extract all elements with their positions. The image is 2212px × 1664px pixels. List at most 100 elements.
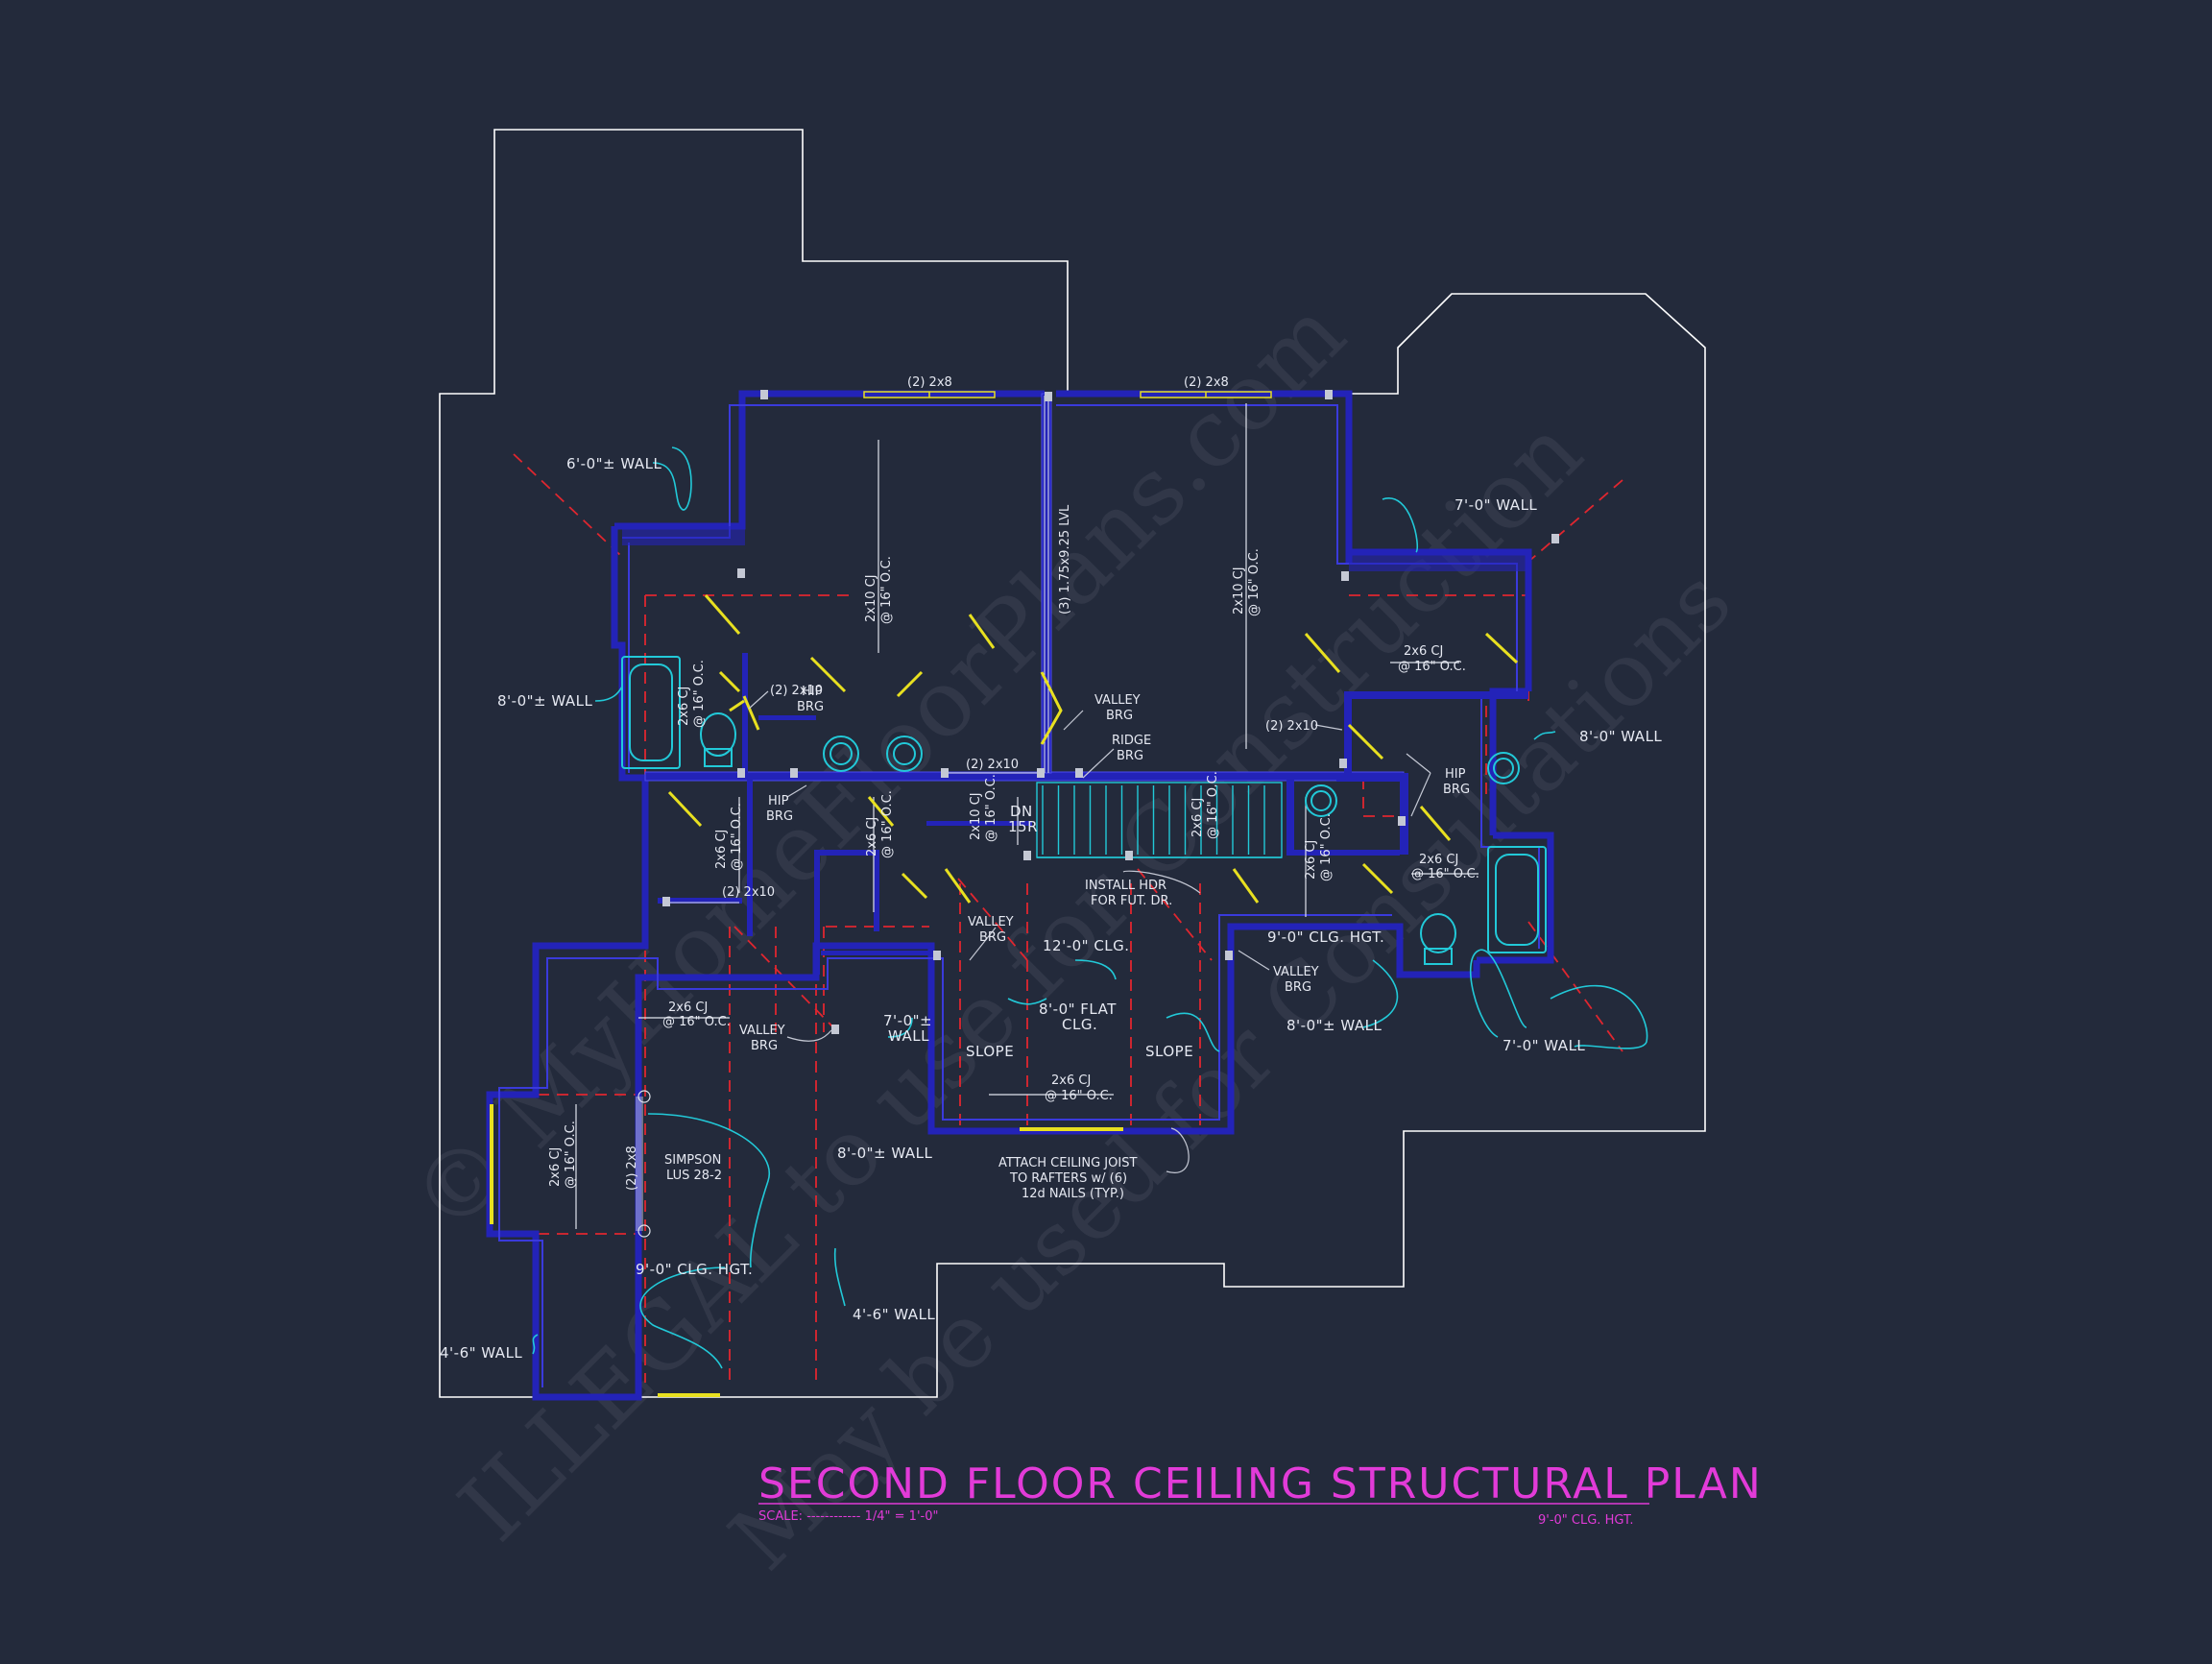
label-cj-2x6-left-vb: @ 16" O.C.	[564, 1121, 578, 1189]
label-simpson-a: SIMPSON	[664, 1153, 721, 1168]
label-hip-1b: BRG	[797, 700, 824, 714]
label-wall-8ft-mid: 8'-0"± WALL	[837, 1145, 932, 1162]
label-cj-2x10-a2: @ 16" O.C.	[879, 556, 894, 624]
label-wall-4ft-right: 4'-6" WALL	[853, 1306, 935, 1323]
label-install-hdr-b: FOR FUT. DR.	[1091, 894, 1172, 908]
label-wall-6ft: 6'-0"± WALL	[566, 455, 661, 472]
label-clg-9ft-left: 9'-0" CLG. HGT.	[636, 1261, 753, 1278]
title-block: SECOND FLOOR CEILING STRUCTURAL PLAN SCA…	[758, 1459, 1763, 1528]
label-wall-8ft-center: 8'-0"± WALL	[1286, 1017, 1382, 1034]
label-hdr-top-left: (2) 2x8	[907, 375, 952, 390]
label-hip-2a: HIP	[768, 794, 789, 808]
label-flat-clg-a: 8'-0" FLAT	[1039, 1001, 1117, 1018]
leaders	[532, 446, 1648, 1369]
label-cj-2x6-v5: 2x6 CJ	[1304, 840, 1318, 880]
label-ridge-b: BRG	[1117, 749, 1143, 763]
labels: 6'-0"± WALL 8'-0"± WALL 7'-0" WALL 8'-0"…	[440, 375, 1662, 1362]
sink-4	[1487, 752, 1520, 784]
label-valley-4a: VALLEY	[739, 1024, 785, 1038]
plumbing-fixtures	[621, 656, 1547, 965]
label-wall-4ft-left: 4'-6" WALL	[440, 1344, 522, 1362]
label-hdr-2x10-right: (2) 2x10	[1265, 719, 1318, 734]
sink-1	[823, 736, 859, 772]
label-cj-2x6-left2: @ 16" O.C.	[662, 1015, 731, 1029]
label-attach-a: ATTACH CEILING JOIST	[998, 1156, 1137, 1170]
label-valley-3a: VALLEY	[1273, 965, 1319, 979]
label-wall-7ft-bottom: 7'-0" WALL	[1503, 1037, 1585, 1054]
label-wall-7ft-top: 7'-0" WALL	[1455, 496, 1537, 514]
label-flat-clg-b: CLG.	[1062, 1016, 1097, 1033]
label-ridge-a: RIDGE	[1112, 734, 1151, 748]
label-valley-1b: BRG	[1106, 709, 1133, 723]
label-cj-2x6-v3: 2x6 CJ	[865, 817, 879, 856]
beams	[490, 391, 1272, 1397]
label-cj-2x10-c: 2x10 CJ	[969, 792, 983, 840]
label-lvl-beam: (3) 1.75x9.25 LVL	[1058, 504, 1072, 615]
label-cj-2x6-v4b: @ 16" O.C.	[1206, 771, 1220, 839]
label-cj-2x10-b: 2x10 CJ	[1232, 567, 1246, 615]
label-install-hdr-a: INSTALL HDR	[1085, 879, 1166, 893]
label-cj-2x6-left-v: 2x6 CJ	[548, 1147, 563, 1187]
label-hip-3b: BRG	[1443, 783, 1470, 797]
label-cj-2x6-rt: 2x6 CJ	[1404, 644, 1443, 659]
stair	[1036, 782, 1283, 858]
label-cj-2x6-v1b: @ 16" O.C.	[692, 660, 707, 728]
bearing-points	[662, 390, 1559, 1034]
label-cj-2x6-bottom2: @ 16" O.C.	[1045, 1089, 1113, 1103]
label-hdr-2x10-lower: (2) 2x10	[722, 885, 775, 900]
label-hdr-top-right: (2) 2x8	[1184, 375, 1229, 390]
label-cj-2x6-v2b: @ 16" O.C.	[730, 803, 744, 871]
label-cj-2x6-v4: 2x6 CJ	[1190, 798, 1205, 837]
label-cj-2x10-b2: @ 16" O.C.	[1247, 548, 1262, 616]
label-cj-2x6-v5b: @ 16" O.C.	[1319, 813, 1334, 881]
label-cj-2x6-v1: 2x6 CJ	[677, 687, 691, 726]
label-valley-1a: VALLEY	[1094, 693, 1141, 708]
bathtub-left	[621, 656, 681, 769]
sink-2	[886, 736, 923, 772]
label-slope-left: SLOPE	[966, 1043, 1014, 1060]
label-attach-b: TO RAFTERS w/ (6)	[1009, 1171, 1127, 1186]
label-attach-c: 12d NAILS (TYP.)	[1022, 1187, 1124, 1201]
label-cj-2x6-bath2: @ 16" O.C.	[1411, 867, 1479, 881]
label-hdr-2x10-mid: (2) 2x10	[966, 758, 1019, 772]
label-cj-2x6-v2: 2x6 CJ	[714, 830, 729, 869]
label-dn-a: DN	[1010, 803, 1033, 820]
door-swings	[667, 594, 1519, 904]
label-simpson-b: LUS 28-2	[666, 1169, 722, 1183]
label-hip-1a: HIP	[802, 685, 823, 699]
label-wall-8ft-left: 8'-0"± WALL	[497, 692, 592, 710]
toilet-right	[1420, 913, 1456, 953]
label-hip-3a: HIP	[1445, 767, 1466, 782]
label-cj-2x6-left: 2x6 CJ	[668, 1001, 708, 1015]
joist-span-arrows	[575, 403, 1479, 1229]
label-wall-7ft-b: WALL	[888, 1027, 929, 1045]
label-cj-2x10-a: 2x10 CJ	[864, 574, 878, 622]
label-valley-2a: VALLEY	[968, 915, 1014, 929]
label-cj-2x6-v3b: @ 16" O.C.	[880, 790, 895, 858]
label-valley-2b: BRG	[979, 930, 1006, 945]
bathtub-right	[1487, 846, 1547, 953]
label-cj-2x10-c2: @ 16" O.C.	[984, 774, 998, 842]
label-wall-7ft-a: 7'-0"±	[883, 1012, 932, 1029]
toilet-left	[700, 712, 736, 757]
sink-3	[1305, 784, 1337, 817]
label-cj-2x6-rt2: @ 16" O.C.	[1398, 660, 1466, 674]
drawing-title: SECOND FLOOR CEILING STRUCTURAL PLAN	[758, 1459, 1763, 1508]
label-hdr-2x10-small: (2) 2x10	[770, 684, 823, 698]
scale-label: SCALE: ------------ 1/4" = 1'-0"	[758, 1509, 938, 1524]
label-hdr-2x8-left: (2) 2x8	[625, 1146, 639, 1191]
label-valley-3b: BRG	[1285, 980, 1311, 995]
interior-bearing-walls	[622, 393, 1528, 975]
label-cj-2x6-bath: 2x6 CJ	[1419, 853, 1458, 867]
gray-leaders	[748, 690, 1431, 1173]
ceiling-height-note: 9'-0" CLG. HGT.	[1538, 1513, 1634, 1528]
label-wall-8ft-right: 8'-0" WALL	[1579, 728, 1662, 745]
label-valley-4b: BRG	[751, 1039, 778, 1053]
label-clg-12ft: 12'-0" CLG.	[1043, 937, 1130, 954]
watermark: © MyHomeFloorPlans.com ILLEGAL to use fo…	[391, 279, 1751, 1590]
label-dn-b: 15R	[1008, 818, 1038, 835]
label-hip-2b: BRG	[766, 809, 793, 824]
label-cj-2x6-bottom: 2x6 CJ	[1051, 1073, 1091, 1088]
